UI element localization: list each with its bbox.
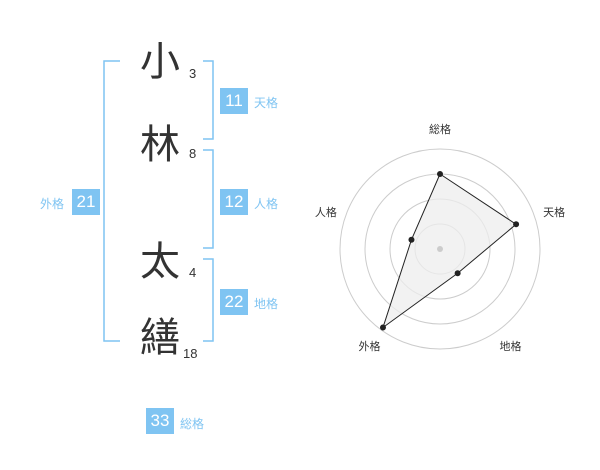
radar-ring [339,148,541,350]
tenkaku-label: 天格 [254,96,279,110]
radar-axis-label: 人格 [315,205,337,219]
radar-point [454,270,461,277]
gaikaku-bracket [103,60,120,342]
radar-axis-label: 外格 [358,339,380,353]
gaikaku-label: 外格 [40,197,65,211]
radar-point [379,324,386,331]
radar-axis-label: 総格 [429,122,451,136]
radar-point [408,236,415,243]
radar-area [382,173,517,329]
chikaku-label: 地格 [254,297,279,311]
name-char-4: 繕 [140,315,180,361]
chikaku-bracket [203,258,214,342]
radar-point [513,221,520,228]
stroke-count-1: 3 [189,66,197,81]
tenkaku-bracket [203,60,214,140]
jinkaku-label: 人格 [254,197,279,211]
soukaku-badge: 33 [146,408,174,434]
jinkaku-badge: 12 [220,189,248,215]
stroke-count-2: 8 [189,146,197,161]
radar-axis-label: 地格 [500,339,522,353]
name-char-2: 林 [140,122,180,168]
radar-center [437,246,443,252]
name-char-3: 太 [140,239,180,285]
chikaku-badge: 22 [220,289,248,315]
stroke-count-4: 18 [183,346,198,361]
tenkaku-badge: 11 [220,88,248,114]
soukaku-label: 総格 [180,417,205,431]
bracket-lines [103,60,214,342]
jinkaku-bracket [203,149,214,249]
gaikaku-badge: 21 [72,189,100,215]
stroke-count-3: 4 [189,265,197,280]
radar-point [437,171,443,177]
name-char-1: 小 [140,39,180,85]
radar-axis-label: 天格 [543,205,565,219]
